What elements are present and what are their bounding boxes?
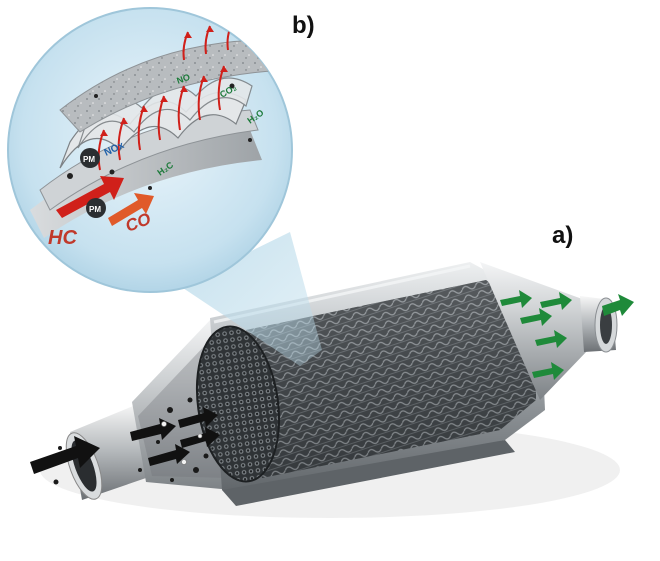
outflow-arrow <box>520 308 552 326</box>
particulate-matter <box>53 397 209 485</box>
callout-beam <box>180 232 322 366</box>
pm-particle <box>80 148 100 168</box>
shell-lower-edge <box>222 440 515 506</box>
outflow-arrow-exit <box>602 294 634 316</box>
panel-label-b: b) <box>292 12 315 39</box>
panel-label-a: a) <box>552 222 574 249</box>
outflow-arrows <box>500 290 634 380</box>
substrate-sheet <box>39 109 259 211</box>
label-no: NO <box>175 72 191 86</box>
converter-assembly <box>30 262 634 518</box>
inflow-arrow <box>178 407 218 428</box>
co-inflow-arrow <box>108 193 154 226</box>
inflow-arrow <box>148 444 190 466</box>
outflow-arrow <box>540 292 572 310</box>
label-pm: PM <box>83 155 95 164</box>
outflow-arrow <box>535 330 567 348</box>
hc-inflow-arrow <box>56 176 124 218</box>
outflow-arrow <box>500 290 532 308</box>
honeycomb-face <box>195 325 281 483</box>
label-hc: HC <box>48 227 77 249</box>
pm-particle <box>86 198 106 218</box>
reaction-inset: HC CO PM PM NOx NO CO₂ H₂O H₂C <box>7 7 293 293</box>
inflow-arrow-main <box>30 436 100 474</box>
outflow-arrow <box>532 362 564 380</box>
label-pm: PM <box>89 205 101 214</box>
